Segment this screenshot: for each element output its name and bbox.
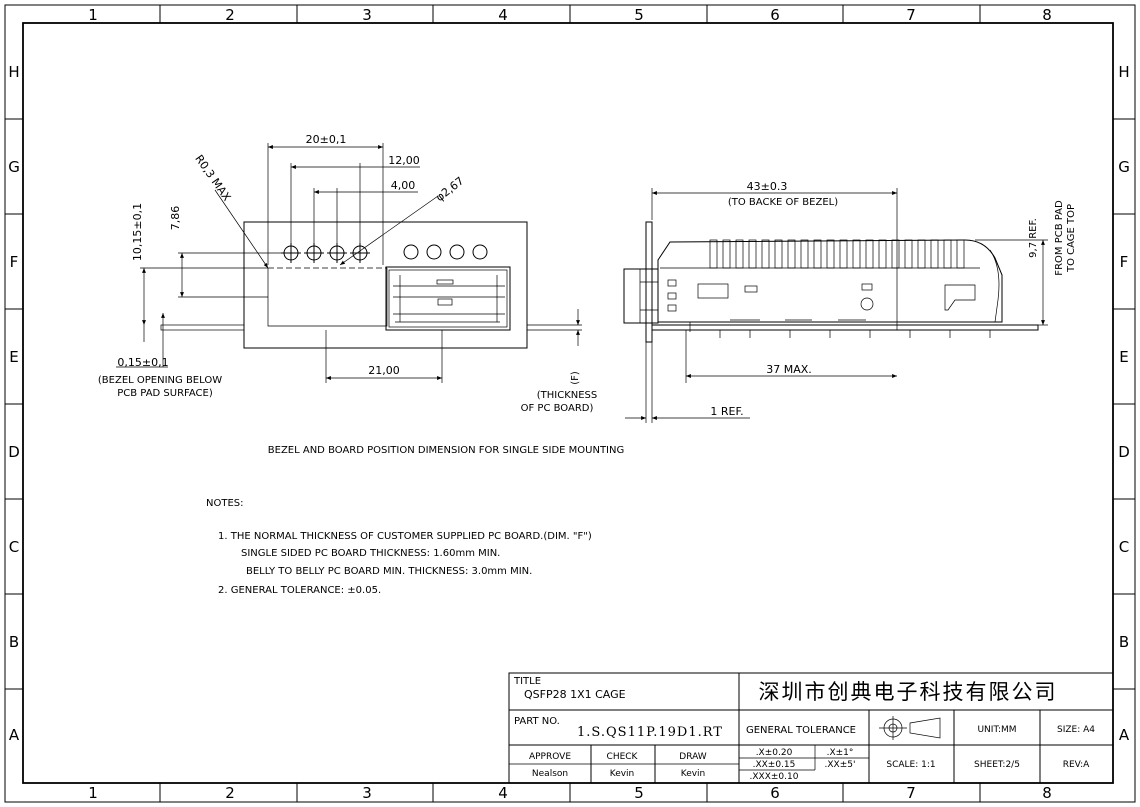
- scale-label: SCALE: 1:1: [886, 760, 935, 770]
- company-name: 深圳市创典电子科技有限公司: [759, 680, 1058, 704]
- front-view: 20±0,1 12,00 4,00 φ2,67 R0,3 MAX 10,15±0…: [98, 133, 597, 414]
- row-label-left: E: [9, 348, 18, 366]
- col-label-top: 7: [906, 6, 916, 24]
- row-label-left: H: [8, 63, 19, 81]
- row-label-left: C: [9, 538, 19, 556]
- part-no-label: PART NO.: [514, 716, 560, 727]
- col-label-bottom: 4: [498, 784, 508, 802]
- title-label: TITLE: [513, 676, 541, 687]
- bezel-plate: [243, 221, 528, 349]
- notes: NOTES: 1. THE NORMAL THICKNESS OF CUSTOM…: [206, 498, 592, 596]
- col-label-top: 4: [498, 6, 508, 24]
- dim-length-43-note: (TO BACKE OF BEZEL): [728, 197, 838, 208]
- notes-line2: SINGLE SIDED PC BOARD THICKNESS: 1.60mm …: [241, 548, 500, 559]
- dim-hole-dia: φ2,67: [433, 174, 466, 204]
- approve-label: APPROVE: [529, 752, 571, 762]
- col-label-bottom: 8: [1042, 784, 1052, 802]
- notes-line3: BELLY TO BELLY PC BOARD MIN. THICKNESS: …: [246, 566, 532, 577]
- col-label-bottom: 2: [225, 784, 235, 802]
- row-label-left: A: [9, 726, 20, 744]
- unit-label: UNIT:MM: [977, 725, 1016, 735]
- bezel-note-line1: (BEZEL OPENING BELOW: [98, 375, 222, 386]
- col-label-top: 1: [88, 6, 98, 24]
- from-pcb-line2: TO CAGE TOP: [1066, 204, 1077, 273]
- size-label: SIZE: A4: [1057, 725, 1095, 735]
- row-label-left: B: [9, 633, 19, 651]
- row-label-right: F: [1120, 253, 1129, 271]
- dim-width-20: 20±0,1: [306, 133, 347, 146]
- drawing-caption: BEZEL AND BOARD POSITION DIMENSION FOR S…: [268, 445, 624, 456]
- thickness-note-line2: OF PC BOARD): [521, 403, 594, 414]
- dim-height-7: 7,86: [169, 206, 182, 231]
- dim-length-37: 37 MAX.: [766, 363, 812, 376]
- part-no-value: 1.S.QS11P.19D1.RT: [577, 725, 723, 740]
- notes-line4: 2. GENERAL TOLERANCE: ±0.05.: [218, 585, 381, 596]
- indicator-circles: [403, 244, 488, 260]
- row-label-right: E: [1119, 348, 1128, 366]
- row-label-right: D: [1118, 443, 1130, 461]
- thickness-symbol: (F): [570, 371, 581, 385]
- from-pcb-line1: FROM PCB PAD: [1054, 200, 1065, 276]
- tolerance-xx: .XX±0.15: [753, 760, 796, 770]
- sheet-label: SHEET:2/5: [974, 760, 1020, 770]
- row-label-right: H: [1118, 63, 1129, 81]
- cage-opening: [385, 266, 511, 331]
- row-label-left: F: [10, 253, 19, 271]
- col-label-top: 2: [225, 6, 235, 24]
- col-label-top: 5: [634, 6, 644, 24]
- col-label-bottom: 3: [362, 784, 372, 802]
- draw-label: DRAW: [679, 752, 706, 762]
- col-label-bottom: 6: [770, 784, 780, 802]
- draw-value: Kevin: [681, 769, 706, 779]
- row-label-right: C: [1119, 538, 1129, 556]
- dim-bezel-gap: 0,15±0,1: [117, 356, 168, 369]
- row-label-left: D: [8, 443, 20, 461]
- row-label-right: A: [1119, 726, 1130, 744]
- row-label-right: B: [1119, 633, 1129, 651]
- tolerance-x: .X±0.20: [756, 748, 793, 758]
- dim-height-10: 10,15±0,1: [131, 203, 144, 261]
- tolerance-angle-x: .X±1°: [827, 748, 854, 758]
- title-block: TITLE QSFP28 1X1 CAGE 深圳市创典电子科技有限公司 PART…: [508, 672, 1114, 784]
- tolerance-xxx: .XXX±0.10: [750, 772, 799, 782]
- notes-title: NOTES:: [206, 498, 244, 509]
- dim-height-9-7: 9,7 REF.: [1028, 218, 1039, 258]
- thickness-note-line1: (THICKNESS: [537, 390, 598, 401]
- check-label: CHECK: [607, 752, 639, 762]
- bezel-note-line2: PCB PAD SURFACE): [117, 388, 213, 399]
- dim-width-12: 12,00: [388, 154, 420, 167]
- dim-ref-1: 1 REF.: [710, 405, 743, 418]
- col-label-bottom: 7: [906, 784, 916, 802]
- col-label-top: 3: [362, 6, 372, 24]
- general-tolerance-label: GENERAL TOLERANCE: [746, 725, 856, 736]
- row-label-right: G: [1118, 158, 1130, 176]
- side-view: 43±0.3 (TO BACKE OF BEZEL) 9,7 REF. FROM…: [623, 180, 1077, 423]
- dim-width-4: 4,00: [391, 179, 416, 192]
- dim-radius: R0,3 MAX: [192, 152, 233, 203]
- row-label-left: G: [8, 158, 20, 176]
- projection-symbol-icon: [879, 716, 941, 740]
- col-label-top: 6: [770, 6, 780, 24]
- col-label-top: 8: [1042, 6, 1052, 24]
- dim-width-21: 21,00: [368, 364, 400, 377]
- heat-sink-fins: [709, 239, 965, 269]
- notes-line1: 1. THE NORMAL THICKNESS OF CUSTOMER SUPP…: [218, 531, 592, 542]
- rev-label: REV:A: [1063, 760, 1090, 770]
- title-value: QSFP28 1X1 CAGE: [524, 688, 626, 701]
- dim-length-43: 43±0.3: [747, 180, 788, 193]
- approve-value: Nealson: [532, 769, 568, 779]
- col-label-bottom: 5: [634, 784, 644, 802]
- tolerance-angle-xx: .XX±5': [825, 760, 856, 770]
- check-value: Kevin: [610, 769, 635, 779]
- col-label-bottom: 1: [88, 784, 98, 802]
